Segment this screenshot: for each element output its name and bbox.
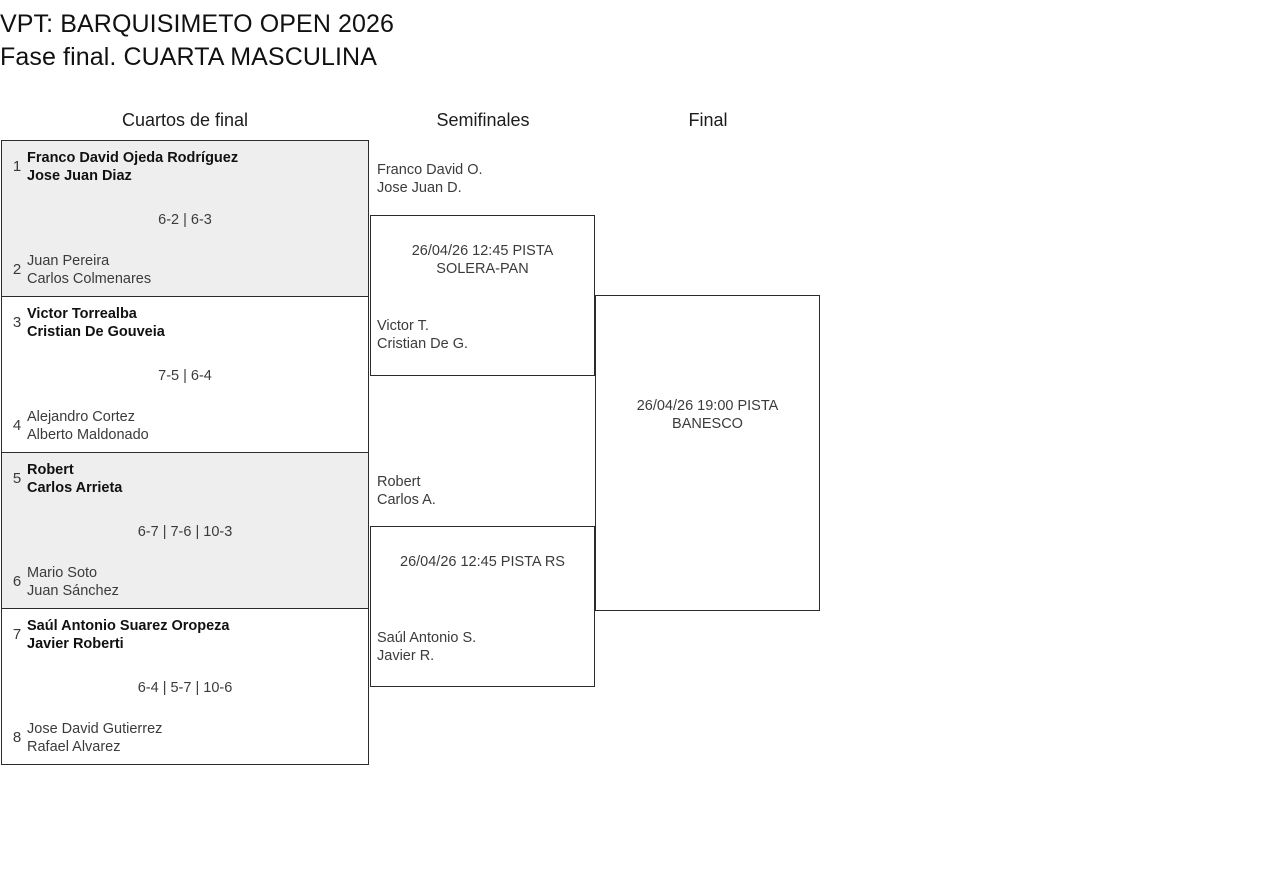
- player-name: Saúl Antonio S.: [377, 630, 477, 646]
- player-name: Javier Roberti: [27, 636, 124, 652]
- player-name: Cristian De G.: [377, 336, 469, 352]
- team-top[interactable]: Victor Torrealba Cristian De Gouveia: [27, 305, 360, 341]
- team-top[interactable]: Robert Carlos Arrieta: [27, 461, 360, 497]
- match-schedule: 26/04/26 19:00 PISTA BANESCO: [636, 398, 779, 432]
- semifinal-match-2[interactable]: 26/04/26 12:45 PISTA RS: [370, 526, 595, 687]
- player-name: Juan Pereira: [27, 253, 110, 269]
- match-score: 6-4 | 5-7 | 10-6: [137, 680, 233, 696]
- player-name: Javier R.: [377, 648, 435, 664]
- team-bottom[interactable]: Jose David Gutierrez Rafael Alvarez: [27, 720, 360, 756]
- quarterfinal-match-1[interactable]: 1 Franco David Ojeda Rodríguez Jose Juan…: [1, 140, 369, 297]
- team-bottom[interactable]: Alejandro Cortez Alberto Maldonado: [27, 408, 360, 444]
- semifinal-match-1[interactable]: 26/04/26 12:45 PISTA SOLERA-PAN: [370, 215, 595, 376]
- player-name: Victor Torrealba: [27, 306, 137, 322]
- player-name: Jose Juan Diaz: [27, 168, 132, 184]
- player-name: Carlos Arrieta: [27, 480, 123, 496]
- quarterfinal-match-4[interactable]: 7 Saúl Antonio Suarez Oropeza Javier Rob…: [1, 608, 369, 765]
- semifinal-2-team-top[interactable]: Robert Carlos A.: [377, 473, 589, 509]
- semifinal-1-team-bottom[interactable]: Victor T. Cristian De G.: [377, 317, 589, 353]
- player-name: Robert: [27, 462, 74, 478]
- player-name: Franco David O.: [377, 162, 483, 178]
- player-name: Alberto Maldonado: [27, 427, 149, 443]
- seed-number: 2: [12, 261, 22, 278]
- player-name: Robert: [377, 474, 421, 490]
- tournament-title: VPT: BARQUISIMETO OPEN 2026: [0, 10, 395, 38]
- seed-number: 6: [12, 573, 22, 590]
- player-name: Mario Soto: [27, 565, 98, 581]
- match-score: 7-5 | 6-4: [158, 368, 212, 384]
- seed-number: 5: [12, 470, 22, 487]
- seed-number: 1: [12, 158, 22, 175]
- seed-number: 3: [12, 314, 22, 331]
- player-name: Juan Sánchez: [27, 583, 119, 599]
- round-header-final: Final: [688, 110, 728, 130]
- team-bottom[interactable]: Juan Pereira Carlos Colmenares: [27, 252, 360, 288]
- player-name: Jose Juan D.: [377, 180, 462, 196]
- player-name: Victor T.: [377, 318, 429, 334]
- semifinal-2-team-bottom[interactable]: Saúl Antonio S. Javier R.: [377, 629, 589, 665]
- seed-number: 4: [12, 417, 22, 434]
- player-name: Cristian De Gouveia: [27, 324, 165, 340]
- page-title: VPT: BARQUISIMETO OPEN 2026 Fase final. …: [0, 8, 900, 74]
- player-name: Carlos Colmenares: [27, 271, 152, 287]
- match-score: 6-7 | 7-6 | 10-3: [137, 524, 233, 540]
- team-bottom[interactable]: Mario Soto Juan Sánchez: [27, 564, 360, 600]
- quarterfinal-match-2[interactable]: 3 Victor Torrealba Cristian De Gouveia 7…: [1, 296, 369, 453]
- player-name: Alejandro Cortez: [27, 409, 135, 425]
- player-name: Saúl Antonio Suarez Oropeza: [27, 618, 230, 634]
- match-score: 6-2 | 6-3: [158, 212, 212, 228]
- player-name: Rafael Alvarez: [27, 739, 121, 755]
- tournament-subtitle: Fase final. CUARTA MASCULINA: [0, 43, 377, 71]
- round-header-quarterfinals: Cuartos de final: [121, 110, 249, 130]
- seed-number: 7: [12, 626, 22, 643]
- final-match[interactable]: 26/04/26 19:00 PISTA BANESCO: [595, 295, 820, 611]
- round-header-semifinals: Semifinales: [436, 110, 530, 130]
- match-schedule: 26/04/26 12:45 PISTA SOLERA-PAN: [411, 243, 554, 277]
- quarterfinal-match-3[interactable]: 5 Robert Carlos Arrieta 6-7 | 7-6 | 10-3…: [1, 452, 369, 609]
- semifinal-1-team-top[interactable]: Franco David O. Jose Juan D.: [377, 161, 589, 197]
- player-name: Carlos A.: [377, 492, 436, 508]
- team-top[interactable]: Franco David Ojeda Rodríguez Jose Juan D…: [27, 149, 360, 185]
- seed-number: 8: [12, 729, 22, 746]
- player-name: Franco David Ojeda Rodríguez: [27, 150, 239, 166]
- team-top[interactable]: Saúl Antonio Suarez Oropeza Javier Rober…: [27, 617, 360, 653]
- match-schedule: 26/04/26 12:45 PISTA RS: [400, 554, 565, 570]
- player-name: Jose David Gutierrez: [27, 721, 163, 737]
